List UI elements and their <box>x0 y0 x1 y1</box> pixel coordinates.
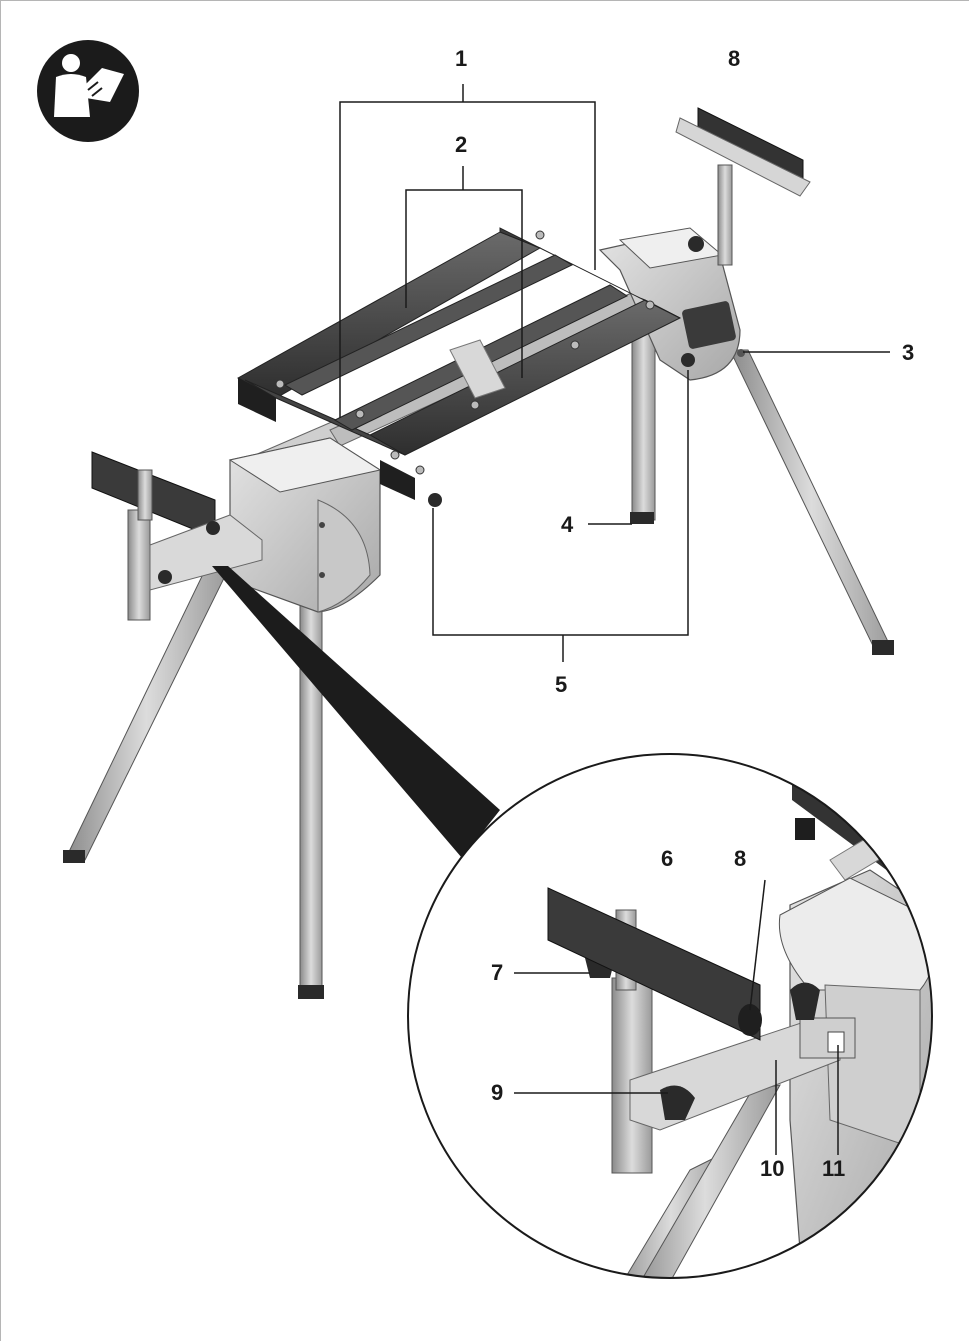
callout-8-detail: 8 <box>734 846 747 871</box>
leader-lines <box>339 84 890 1155</box>
zoom-wedge <box>212 566 500 858</box>
callout-9: 9 <box>491 1080 504 1105</box>
read-manual-icon <box>37 40 139 142</box>
page-frame-left <box>0 0 1 1341</box>
callout-5: 5 <box>555 672 568 697</box>
callout-2: 2 <box>455 132 468 157</box>
page-frame-top <box>0 0 969 1</box>
callout-6: 6 <box>661 846 674 871</box>
callout-10: 10 <box>760 1156 785 1181</box>
callout-4: 4 <box>561 512 574 537</box>
callout-11: 11 <box>822 1156 846 1181</box>
detail-view <box>407 753 933 1279</box>
callout-8-top: 8 <box>728 46 741 71</box>
stand-main <box>63 107 894 999</box>
callout-3: 3 <box>902 340 915 365</box>
callout-7: 7 <box>491 960 504 985</box>
callout-1: 1 <box>455 46 468 71</box>
